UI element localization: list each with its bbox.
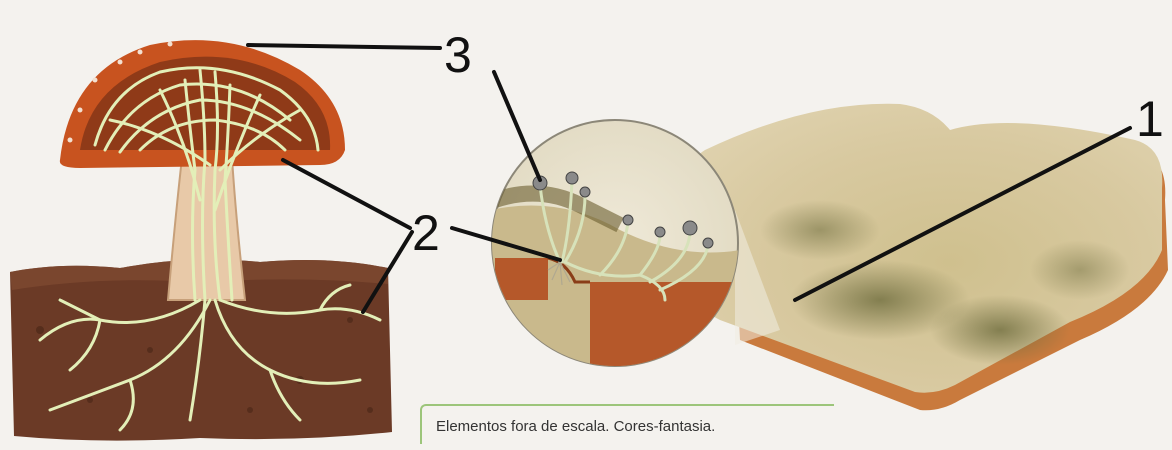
leader-3-spore [492, 70, 542, 182]
bread-slice [690, 103, 1168, 411]
leader-lines [246, 43, 1132, 314]
mushroom [10, 40, 392, 441]
label-2: 2 [412, 205, 440, 261]
hyphae-network [38, 66, 382, 432]
leader-2-soil [361, 230, 414, 314]
label-3: 3 [444, 27, 472, 83]
leader-3-cap [246, 43, 442, 50]
mushroom-stem [166, 157, 247, 301]
magnified-view [491, 119, 739, 367]
leader-2-bread [450, 226, 562, 262]
leader-2-cap [281, 158, 412, 230]
caption-text: Elementos fora de escala. Cores-fantasia… [436, 418, 716, 435]
leader-1-bread [793, 126, 1132, 302]
caption-box: Elementos fora de escala. Cores-fantasia… [420, 404, 834, 444]
label-1: 1 [1136, 91, 1164, 147]
